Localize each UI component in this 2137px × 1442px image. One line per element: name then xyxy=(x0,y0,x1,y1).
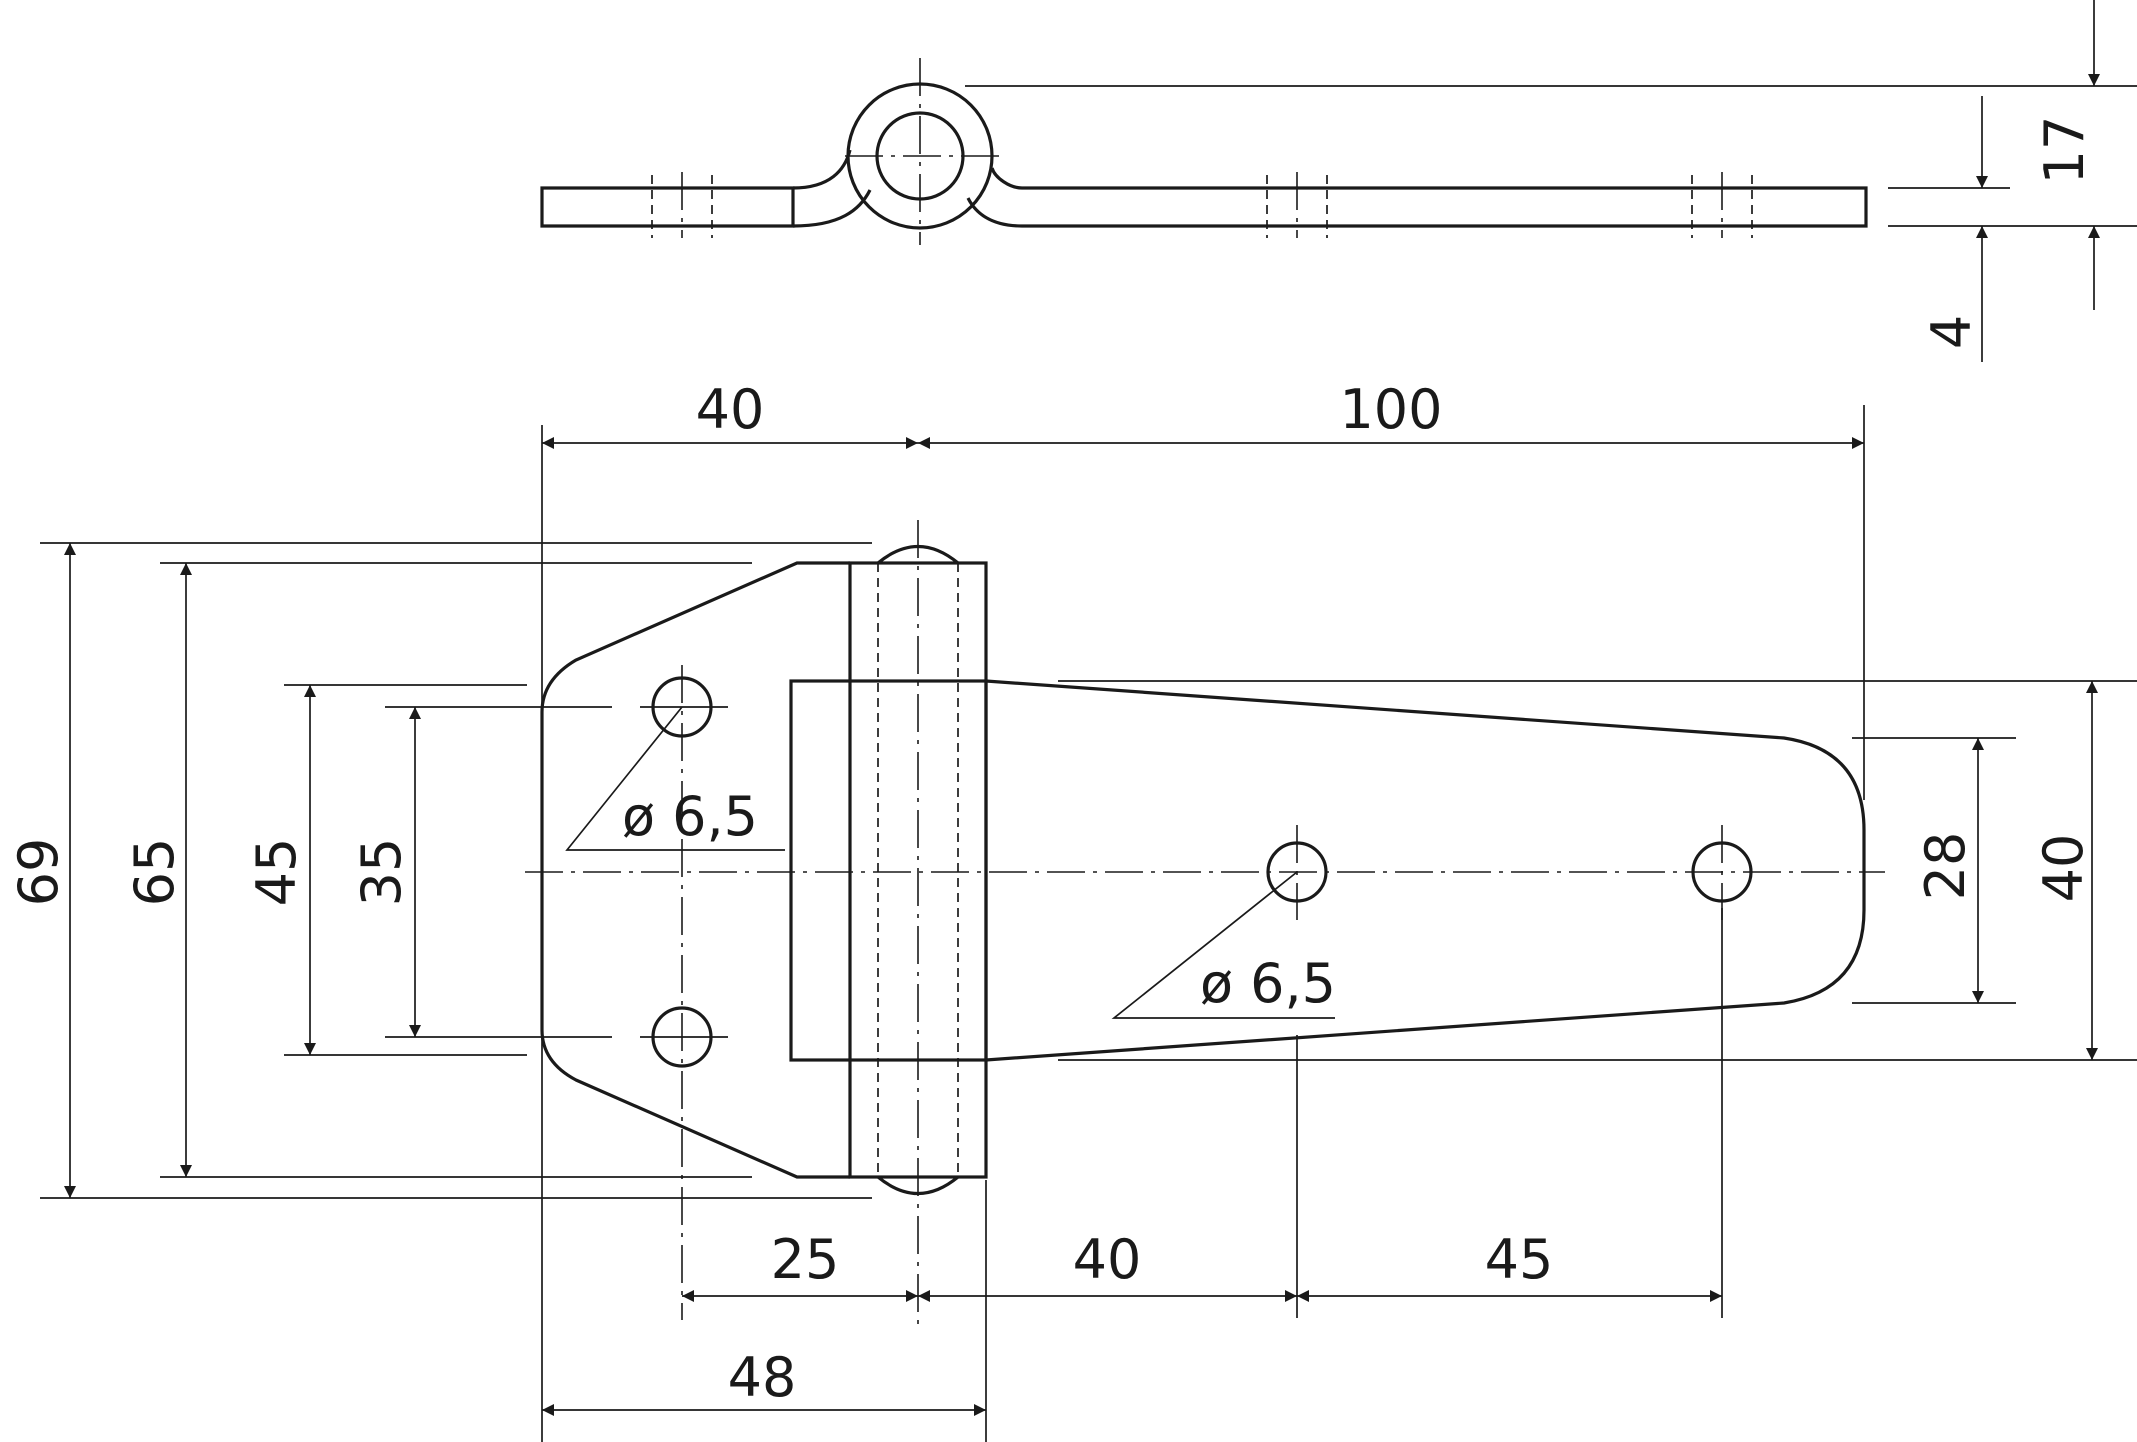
right-leaf-outline xyxy=(985,679,1866,1062)
dim-69-label: 69 xyxy=(7,838,70,907)
side-view-right-plate xyxy=(1022,186,1868,228)
dim-45-bottom-label: 45 xyxy=(1485,1228,1554,1291)
side-view-left-plate xyxy=(540,186,795,228)
dim-100-label: 100 xyxy=(1339,378,1442,441)
dim-45-label: 45 xyxy=(245,838,308,907)
left-hole-diameter-label: ø 6,5 xyxy=(622,785,758,848)
dim-4-label: 4 xyxy=(1920,315,1983,349)
dim-35-label: 35 xyxy=(350,838,413,907)
dim-40-left-label: 40 xyxy=(696,378,765,441)
right-hole-leader xyxy=(1111,871,1335,1019)
side-view-right-bend xyxy=(966,167,1023,228)
side-view-left-bend xyxy=(792,149,872,228)
left-hole-leader xyxy=(565,706,785,851)
dim-48-label: 48 xyxy=(728,1346,797,1409)
side-view: 17 4 xyxy=(540,0,2137,362)
dim-40-bottom-label: 40 xyxy=(1073,1228,1142,1291)
left-leaf-outline xyxy=(540,561,850,1179)
right-leaf-root xyxy=(789,679,988,1062)
top-view: 40 100 69 65 45 35 40 28 25 40 45 4 xyxy=(7,378,2137,1442)
dim-25-label: 25 xyxy=(771,1228,840,1291)
dim-28-label: 28 xyxy=(1914,832,1977,901)
dim-17-label: 17 xyxy=(2033,116,2096,185)
dim-65-label: 65 xyxy=(123,838,186,907)
dim-40-right-label: 40 xyxy=(2032,834,2095,903)
right-hole-diameter-label: ø 6,5 xyxy=(1200,952,1336,1015)
